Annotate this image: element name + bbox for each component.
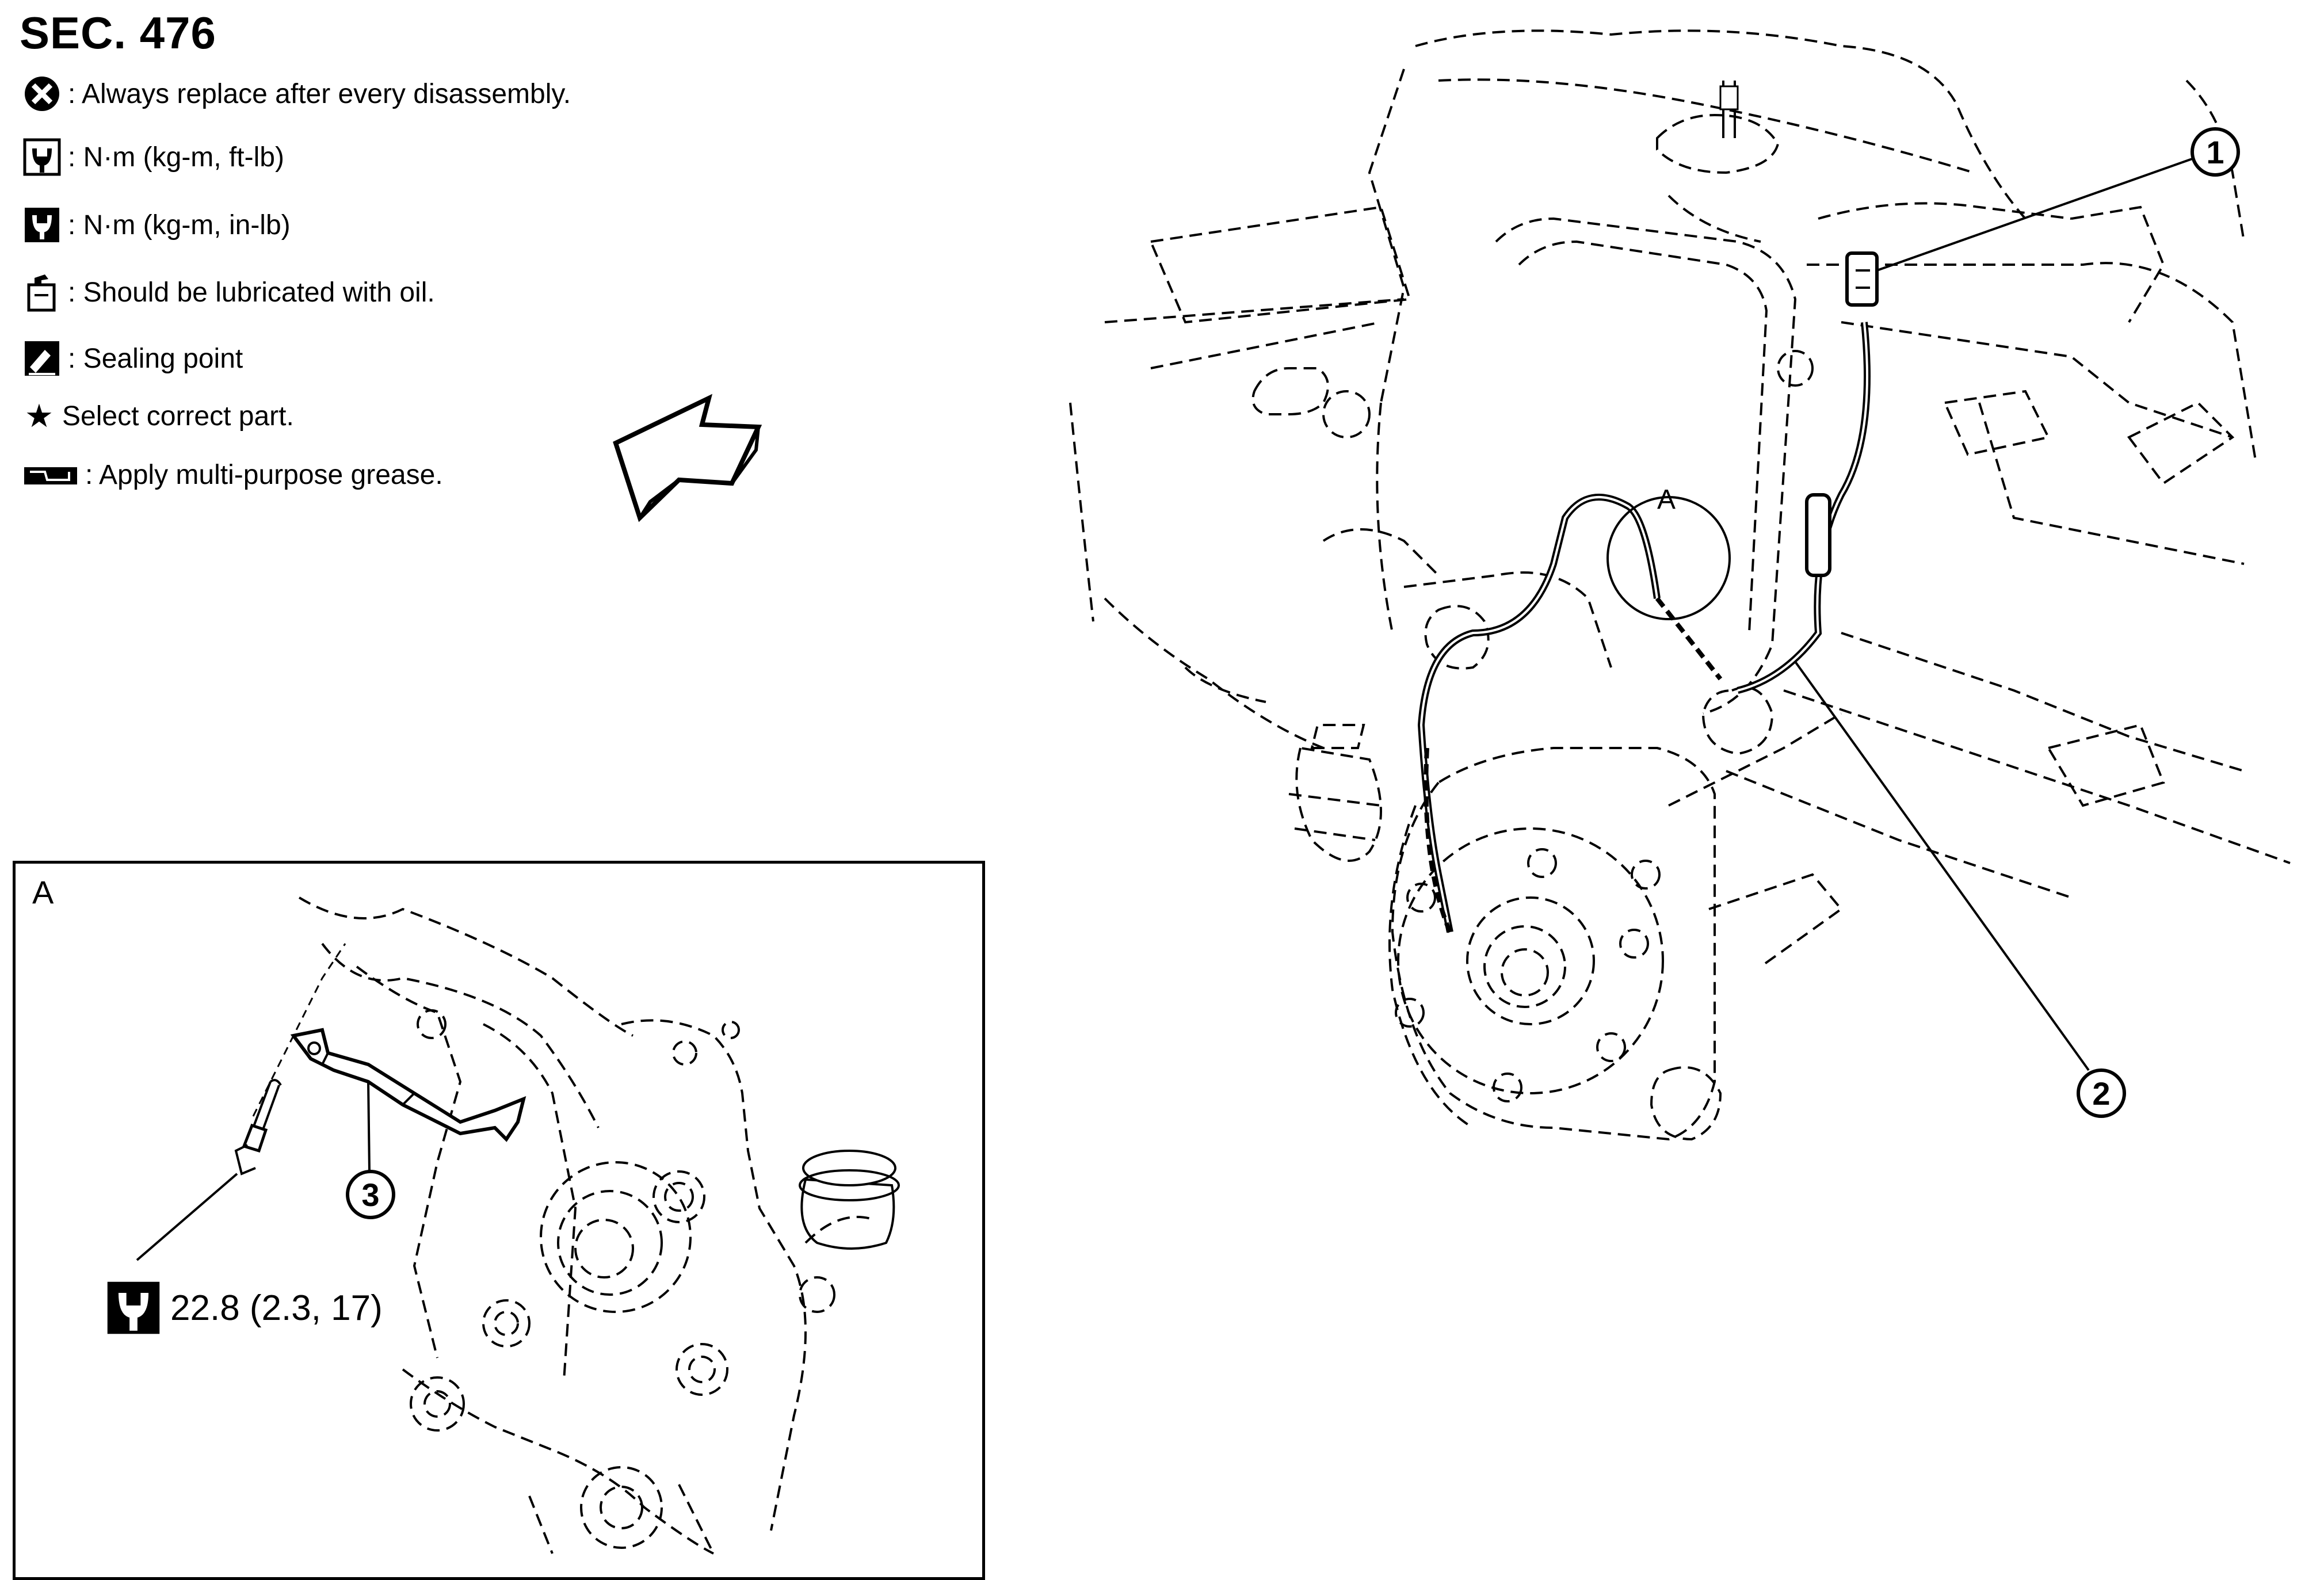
star-icon: ★ <box>24 398 54 434</box>
sensor-harness <box>1417 251 1879 933</box>
sealing-icon <box>25 341 59 376</box>
sensor-bracket <box>290 1028 526 1142</box>
legend-item-sealing: : Sealing point <box>22 338 243 379</box>
inset-knuckle <box>298 896 875 1555</box>
section-title: SEC. 476 <box>20 7 216 58</box>
replace-icon <box>25 77 59 111</box>
torque-spec: 22.8 (2.3, 17) <box>106 1280 383 1335</box>
oil-can-icon <box>27 274 56 312</box>
harness-grommet <box>1805 493 1831 577</box>
callout-3: 3 <box>346 1081 395 1219</box>
torque-wrench-icon <box>107 1281 160 1334</box>
bracket-bolt <box>234 943 346 1176</box>
callout-1-label: 1 <box>2206 134 2224 170</box>
callout-3-label: 3 <box>361 1177 379 1213</box>
detail-marker-a: A <box>1606 484 1731 620</box>
detail-marker-label: A <box>1657 484 1676 515</box>
grease-icon <box>24 467 77 484</box>
legend-item-grease: : Apply multi-purpose grease. <box>22 455 443 495</box>
callout-1: 1 <box>1876 127 2240 272</box>
wheel-hub <box>1395 827 1664 1102</box>
view-direction-arrow <box>613 394 762 522</box>
suspension-assembly <box>1069 29 2291 1141</box>
inset-label: A <box>32 874 54 910</box>
legend-item-torque-ft-lb: : N·m (kg-m, ft-lb) <box>22 137 284 177</box>
legend-item-oil: : Should be lubricated with oil. <box>22 272 435 312</box>
tie-rod-end <box>1288 724 1382 862</box>
callout-2-label: 2 <box>2092 1075 2110 1112</box>
strut-mount <box>1656 81 1780 243</box>
torque-leader-line <box>136 1173 238 1261</box>
torque-in-lb-icon <box>25 208 59 242</box>
callout-2: 2 <box>1794 661 2126 1118</box>
legend-item-replace: : Always replace after every disassembly… <box>22 74 571 114</box>
legend-item-select-part: ★ Select correct part. <box>22 396 294 436</box>
legend-item-torque-in-lb: : N·m (kg-m, in-lb) <box>22 205 291 245</box>
torque-value: 22.8 (2.3, 17) <box>170 1288 383 1328</box>
torque-ft-lb-icon <box>23 138 61 176</box>
inset-ball-joint <box>799 1150 900 1250</box>
sensor-connector <box>1845 251 1879 307</box>
